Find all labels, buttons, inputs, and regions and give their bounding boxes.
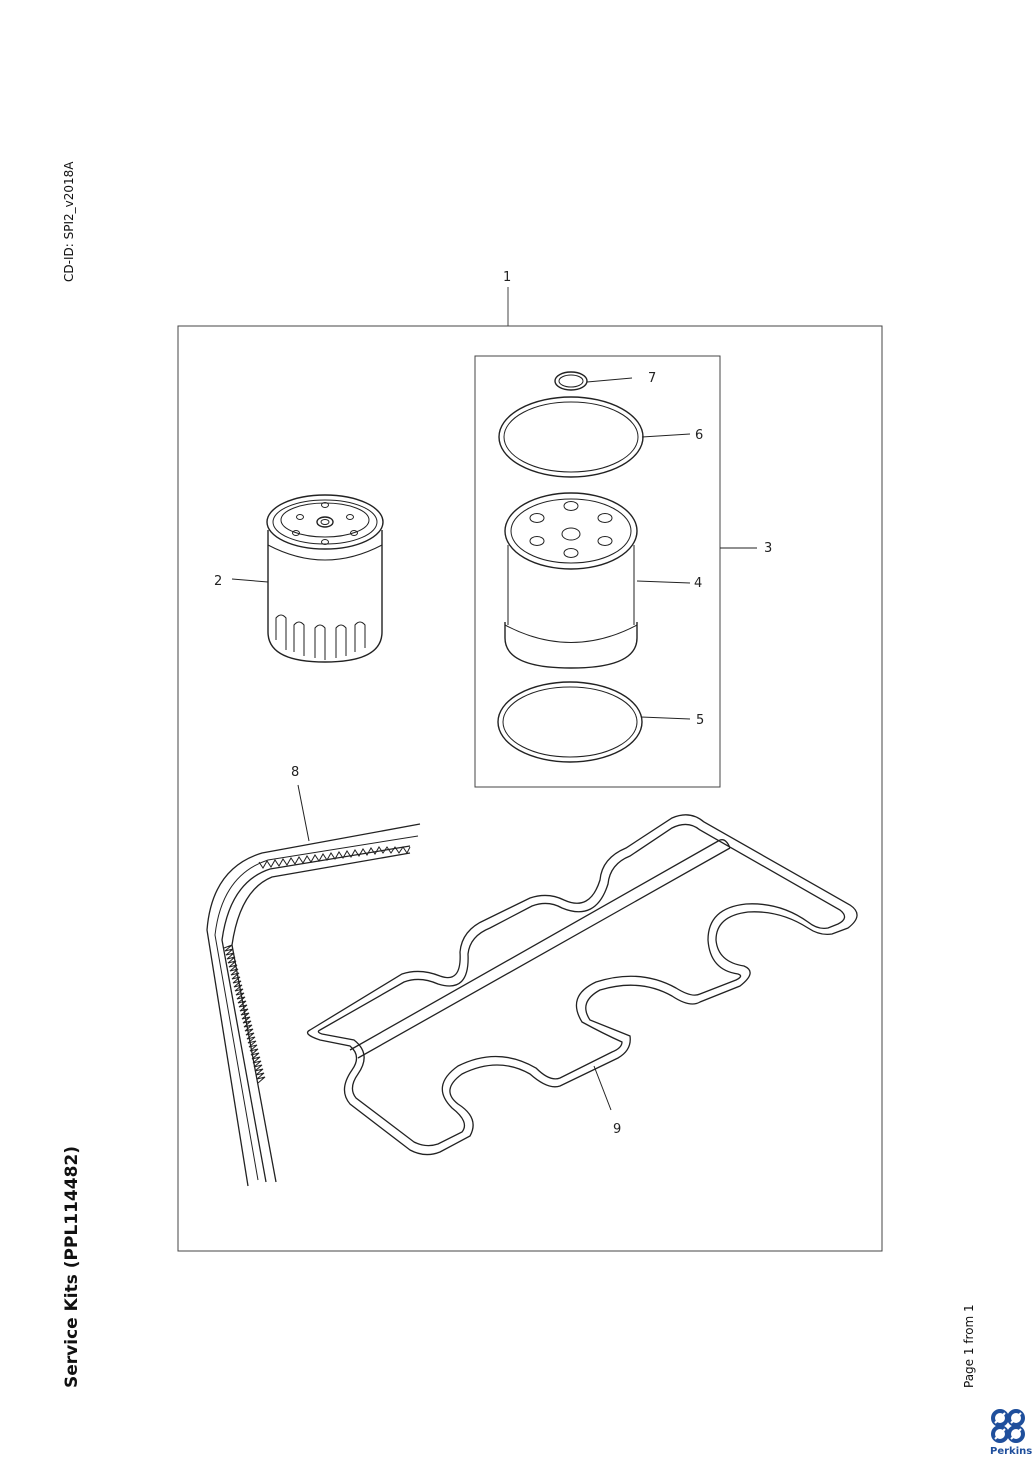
timing-belt-part	[206, 823, 421, 1187]
perkins-logo: Perkins	[986, 1408, 1032, 1458]
callout-6: 6	[695, 428, 703, 443]
kit-frame	[177, 325, 883, 1252]
perkins-logo-mark	[991, 1409, 1025, 1443]
lower-seal-ring-part	[497, 681, 643, 763]
brand-name: Perkins	[990, 1446, 1033, 1457]
callout-5: 5	[696, 713, 704, 728]
callout-1: 1	[503, 270, 511, 285]
callout-3: 3	[764, 541, 772, 556]
callout-7: 7	[648, 371, 656, 386]
small-o-ring-part	[554, 371, 588, 391]
upper-seal-ring-part	[498, 396, 644, 478]
rocker-cover-gasket-part	[306, 814, 858, 1156]
callout-2: 2	[214, 574, 222, 589]
fuel-filter-element-part	[504, 492, 638, 669]
callout-8: 8	[291, 765, 299, 780]
oil-filter-part	[266, 494, 384, 663]
callout-9: 9	[613, 1122, 621, 1137]
subkit-frame	[474, 355, 721, 788]
callout-4: 4	[694, 576, 702, 591]
